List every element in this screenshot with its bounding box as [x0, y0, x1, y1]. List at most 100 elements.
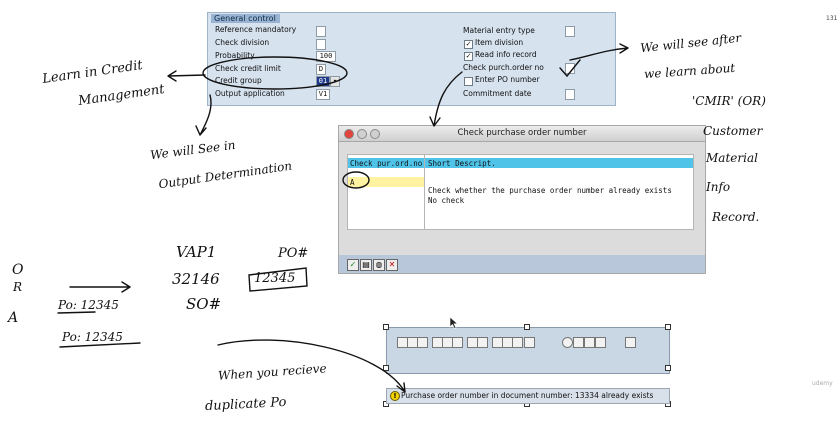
dialog-title: Check purchase order number	[457, 128, 587, 138]
note-duplicate-line2: duplicate Po	[204, 394, 287, 415]
toolbar-button-6[interactable]	[452, 337, 463, 348]
note-po-number: 12345	[254, 271, 296, 286]
general-control-panel: General control Reference mandatory Chec…	[207, 12, 616, 106]
table-header-row: Check pur.ord.no Short Descript.	[348, 158, 693, 168]
note-duplicate-line1: When you recieve	[217, 361, 327, 383]
toolbar-button-16[interactable]	[595, 337, 606, 348]
note-left-r: R	[13, 280, 23, 294]
check-credit-limit-label: Check credit limit	[215, 64, 281, 73]
note-cmir-line2: we learn about	[643, 60, 736, 82]
check-credit-limit-field[interactable]: D	[316, 64, 326, 75]
toolbar-button-17[interactable]	[625, 337, 636, 348]
column-divider	[424, 155, 425, 229]
note-cmir-line1: We will see after	[639, 30, 742, 56]
toolbar-button-8[interactable]	[477, 337, 488, 348]
copy-button[interactable]: ▤	[360, 259, 372, 271]
note-cmir-line3: 'CMIR' (OR)	[692, 94, 766, 108]
note-vap1: VAP1	[176, 243, 217, 261]
dialog-title-bar: Check purchase order number	[339, 126, 705, 142]
table-row-code-cell[interactable]: A	[348, 177, 424, 187]
check-icon: ✓	[349, 260, 357, 269]
close-icon: ✕	[388, 260, 396, 269]
commitment-date-field[interactable]	[565, 89, 575, 100]
probability-field[interactable]: 100	[316, 51, 336, 62]
material-entry-type-label: Material entry type	[463, 26, 535, 35]
toolbar-button-12[interactable]	[524, 337, 535, 348]
mouse-cursor-icon	[449, 316, 459, 329]
resize-handle[interactable]	[383, 365, 389, 371]
note-po-line1: Po: 12345	[58, 298, 119, 312]
read-info-record-checkbox[interactable]: ✓	[464, 52, 473, 61]
toolbar-button-14[interactable]	[573, 337, 584, 348]
output-application-label: Output application	[215, 89, 285, 98]
check-division-field[interactable]	[316, 39, 326, 50]
resize-handle[interactable]	[383, 324, 389, 330]
note-po-line2: Po: 12345	[62, 330, 123, 344]
toolbar-button-15[interactable]	[584, 337, 595, 348]
application-toolbar	[386, 327, 670, 374]
credit-group-dropdown-button[interactable]: ▾	[330, 76, 340, 87]
credit-group-label: Credit group	[215, 76, 262, 85]
enter-po-number-checkbox[interactable]	[464, 77, 473, 86]
toolbar-button-3[interactable]	[417, 337, 428, 348]
column-header-check-pur-ord-no: Check pur.ord.no	[350, 159, 423, 168]
toolbar-button-11[interactable]	[512, 337, 523, 348]
item-division-label: Item division	[475, 38, 524, 47]
item-division-checkbox[interactable]: ✓	[464, 40, 473, 49]
reference-mandatory-label: Reference mandatory	[215, 25, 297, 34]
check-po-number-table: Check pur.ord.no Short Descript. A Check…	[347, 154, 694, 230]
confirm-button[interactable]: ✓	[347, 259, 359, 271]
read-info-record-label: Read info record	[475, 50, 537, 59]
reference-mandatory-field[interactable]	[316, 26, 326, 37]
resize-handle[interactable]	[665, 324, 671, 330]
table-row[interactable]: No check	[428, 188, 464, 207]
resize-handle[interactable]	[665, 365, 671, 371]
status-message: Purchase order number in document number…	[401, 391, 654, 400]
chevron-down-icon: ▾	[332, 77, 338, 85]
find-button[interactable]: ◍	[373, 259, 385, 271]
row-description: Check whether the purchase order number …	[428, 186, 672, 195]
note-output-line1: We will See in	[149, 137, 237, 163]
zoom-window-icon[interactable]	[370, 129, 380, 139]
toolbar-button-13[interactable]	[562, 337, 573, 348]
find-icon: ◍	[375, 260, 383, 269]
minimize-window-icon[interactable]	[357, 129, 367, 139]
warning-icon: !	[390, 391, 400, 401]
credit-group-field[interactable]: 01	[316, 76, 330, 87]
close-window-icon[interactable]	[344, 129, 354, 139]
check-icon: ✓	[465, 40, 472, 48]
check-purch-order-no-label: Check purch.order no	[463, 63, 544, 72]
enter-po-number-label: Enter PO number	[475, 75, 540, 84]
note-cmir-line6: Info	[706, 180, 731, 194]
output-application-field[interactable]: V1	[316, 89, 330, 100]
general-control-title: General control	[211, 14, 280, 23]
table-row[interactable]: Check whether the purchase order number …	[428, 178, 672, 197]
note-left-a: A	[8, 310, 19, 326]
arrow-to-credit-note	[167, 70, 206, 82]
status-bar: ! Purchase order number in document numb…	[386, 388, 670, 404]
note-cmir-line7: Record.	[712, 210, 760, 224]
note-credit-line1: Learn in Credit	[41, 58, 144, 87]
column-header-short-descript: Short Descript.	[428, 159, 496, 168]
note-left-o: O	[12, 262, 24, 278]
side-marker: 131	[826, 15, 838, 22]
dialog-button-bar: ✓ ▤ ◍ ✕	[339, 255, 705, 273]
note-output-line2: Output Determination	[157, 158, 293, 192]
check-division-label: Check division	[215, 38, 270, 47]
resize-handle[interactable]	[524, 324, 530, 330]
note-po-label: PO#	[278, 246, 309, 261]
material-entry-type-field[interactable]	[565, 26, 575, 37]
cancel-button[interactable]: ✕	[386, 259, 398, 271]
note-cmir-line5: Material	[706, 151, 758, 165]
note-credit-line2: Management	[77, 82, 166, 109]
check-icon: ✓	[465, 52, 472, 60]
row-description: No check	[428, 196, 465, 205]
note-so-number: 32146	[172, 270, 220, 288]
watermark: udemy	[812, 380, 833, 387]
copy-icon: ▤	[362, 260, 370, 269]
left-underline	[57, 311, 96, 314]
check-purch-order-no-field[interactable]	[565, 63, 575, 74]
note-so-label: SO#	[186, 295, 222, 313]
row-code-a: A	[350, 178, 355, 187]
note-cmir-line4: Customer	[703, 124, 763, 138]
